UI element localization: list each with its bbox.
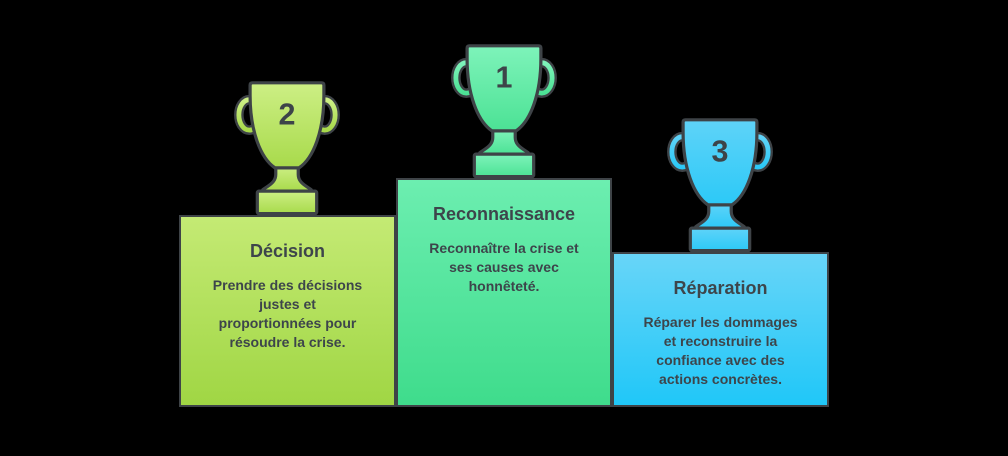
trophy-base <box>255 189 319 216</box>
trophy-stem <box>693 201 747 230</box>
trophy-1-icon: 1 <box>451 44 557 179</box>
trophy-cup <box>248 81 326 170</box>
podium-description: Prendre des décisions justes et proporti… <box>212 277 363 350</box>
podium-description: Reconnaître la crise et ses causes avec … <box>429 240 579 294</box>
podium-block-decision: Décision Prendre des décisions justes et… <box>179 215 396 407</box>
podium-title: Décision <box>249 241 326 261</box>
trophy-cup <box>465 44 543 133</box>
trophy-rank-number: 1 <box>496 61 513 95</box>
trophy-cup <box>681 118 759 207</box>
podium-block-reconnaissance: Reconnaissance Reconnaître la crise et s… <box>396 178 612 407</box>
trophy-base <box>688 226 752 253</box>
podium-title: Reconnaissance <box>432 204 576 224</box>
trophy-rank-number: 2 <box>279 98 296 132</box>
trophy-base <box>472 152 536 179</box>
trophy-stem <box>477 127 531 156</box>
trophy-3-icon: 3 <box>667 118 773 253</box>
podium-block-reparation: Réparation Réparer les dommages et recon… <box>612 252 829 407</box>
podium-title: Réparation <box>673 278 768 298</box>
trophy-stem <box>260 164 314 193</box>
podium-description: Réparer les dommages et reconstruire la … <box>643 314 798 387</box>
trophy-rank-number: 3 <box>712 135 729 169</box>
trophy-2-icon: 2 <box>234 81 340 216</box>
